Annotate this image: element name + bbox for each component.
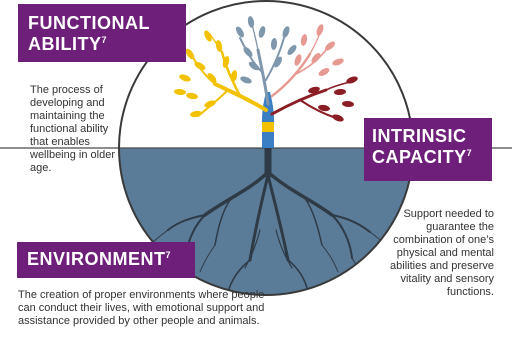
intrinsic-capacity-badge: INTRINSIC CAPACITY7 [364,118,492,181]
tree-trunk [262,92,274,148]
functional-ability-badge: FUNCTIONAL ABILITY7 [18,4,186,62]
environment-badge: ENVIRONMENT7 [17,242,195,278]
functional-ability-description: The process of developing and maintainin… [30,84,115,174]
maroon-leaves [308,76,358,122]
functional-ability-title-line2: ABILITY [28,33,102,54]
functional-ability-title-line1: FUNCTIONAL [28,13,150,33]
intrinsic-capacity-ref: 7 [466,147,473,158]
intrinsic-capacity-title-line2: CAPACITY [372,146,467,167]
intrinsic-capacity-title-line1: INTRINSIC [372,126,467,146]
environment-title: ENVIRONMENT [27,249,166,269]
environment-description: The creation of proper environments wher… [18,289,265,327]
bluegrey-leaves [236,16,297,84]
yellow-leaves [174,30,238,118]
intrinsic-capacity-description: Support needed to guarantee the combinat… [390,208,494,298]
trunk-yellow-band [262,122,274,132]
functional-ability-ref: 7 [101,34,108,45]
environment-ref: 7 [165,250,172,260]
pink-leaves [294,24,344,76]
